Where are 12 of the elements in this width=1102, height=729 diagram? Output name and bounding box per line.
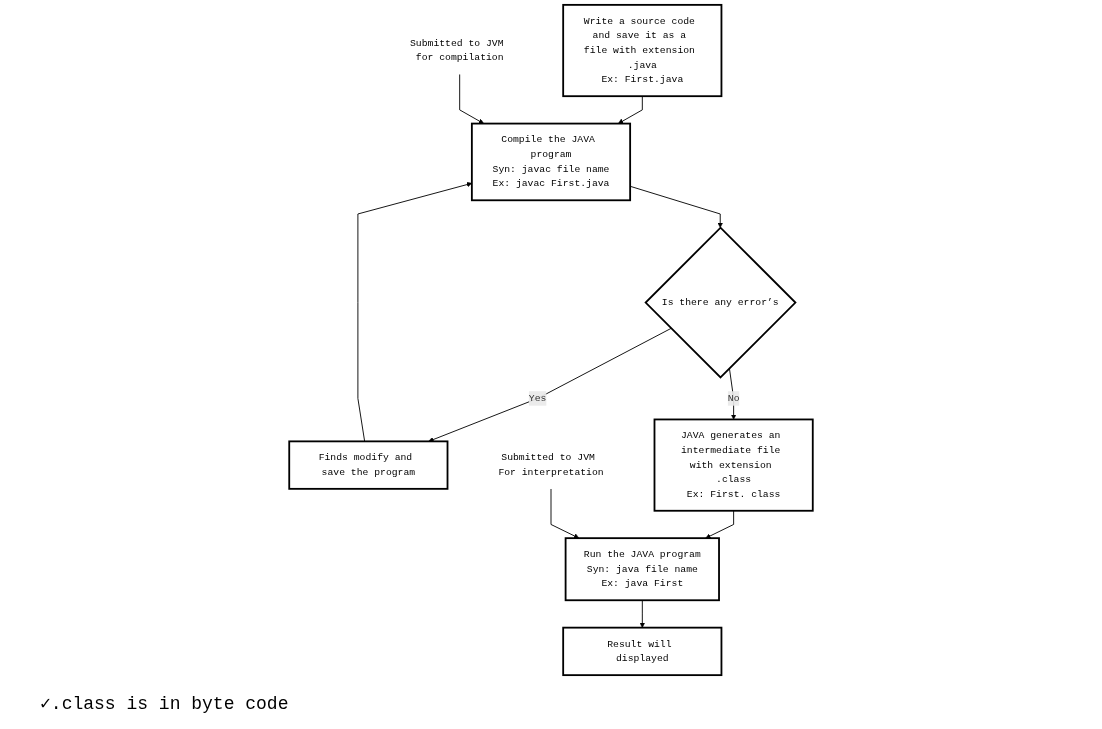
node-box: Finds modify and save the program [288,440,449,490]
note-text: ✓.class is in byte code [40,693,289,714]
node-text: Submitted to JVM For interpretation [498,452,604,478]
node-box: Write a source code and save it as a file with extension .java Ex: First.java [562,3,723,98]
edge-label: No [727,392,740,404]
node-diamond: Is there any error’s [644,226,797,379]
edge-label: Yes [528,392,547,404]
node-box: Result will displayed [562,626,723,677]
node-text: Submitted to JVM for compilation [410,37,504,64]
node-box: JAVA generates an intermediate file with extension .class Ex: First. class [653,418,814,512]
node-box: Run the JAVA program Syn: java file name Ex: java First [564,537,720,602]
node-box: Compile the JAVA program Syn: javac file name Ex: javac First.java [470,122,632,202]
